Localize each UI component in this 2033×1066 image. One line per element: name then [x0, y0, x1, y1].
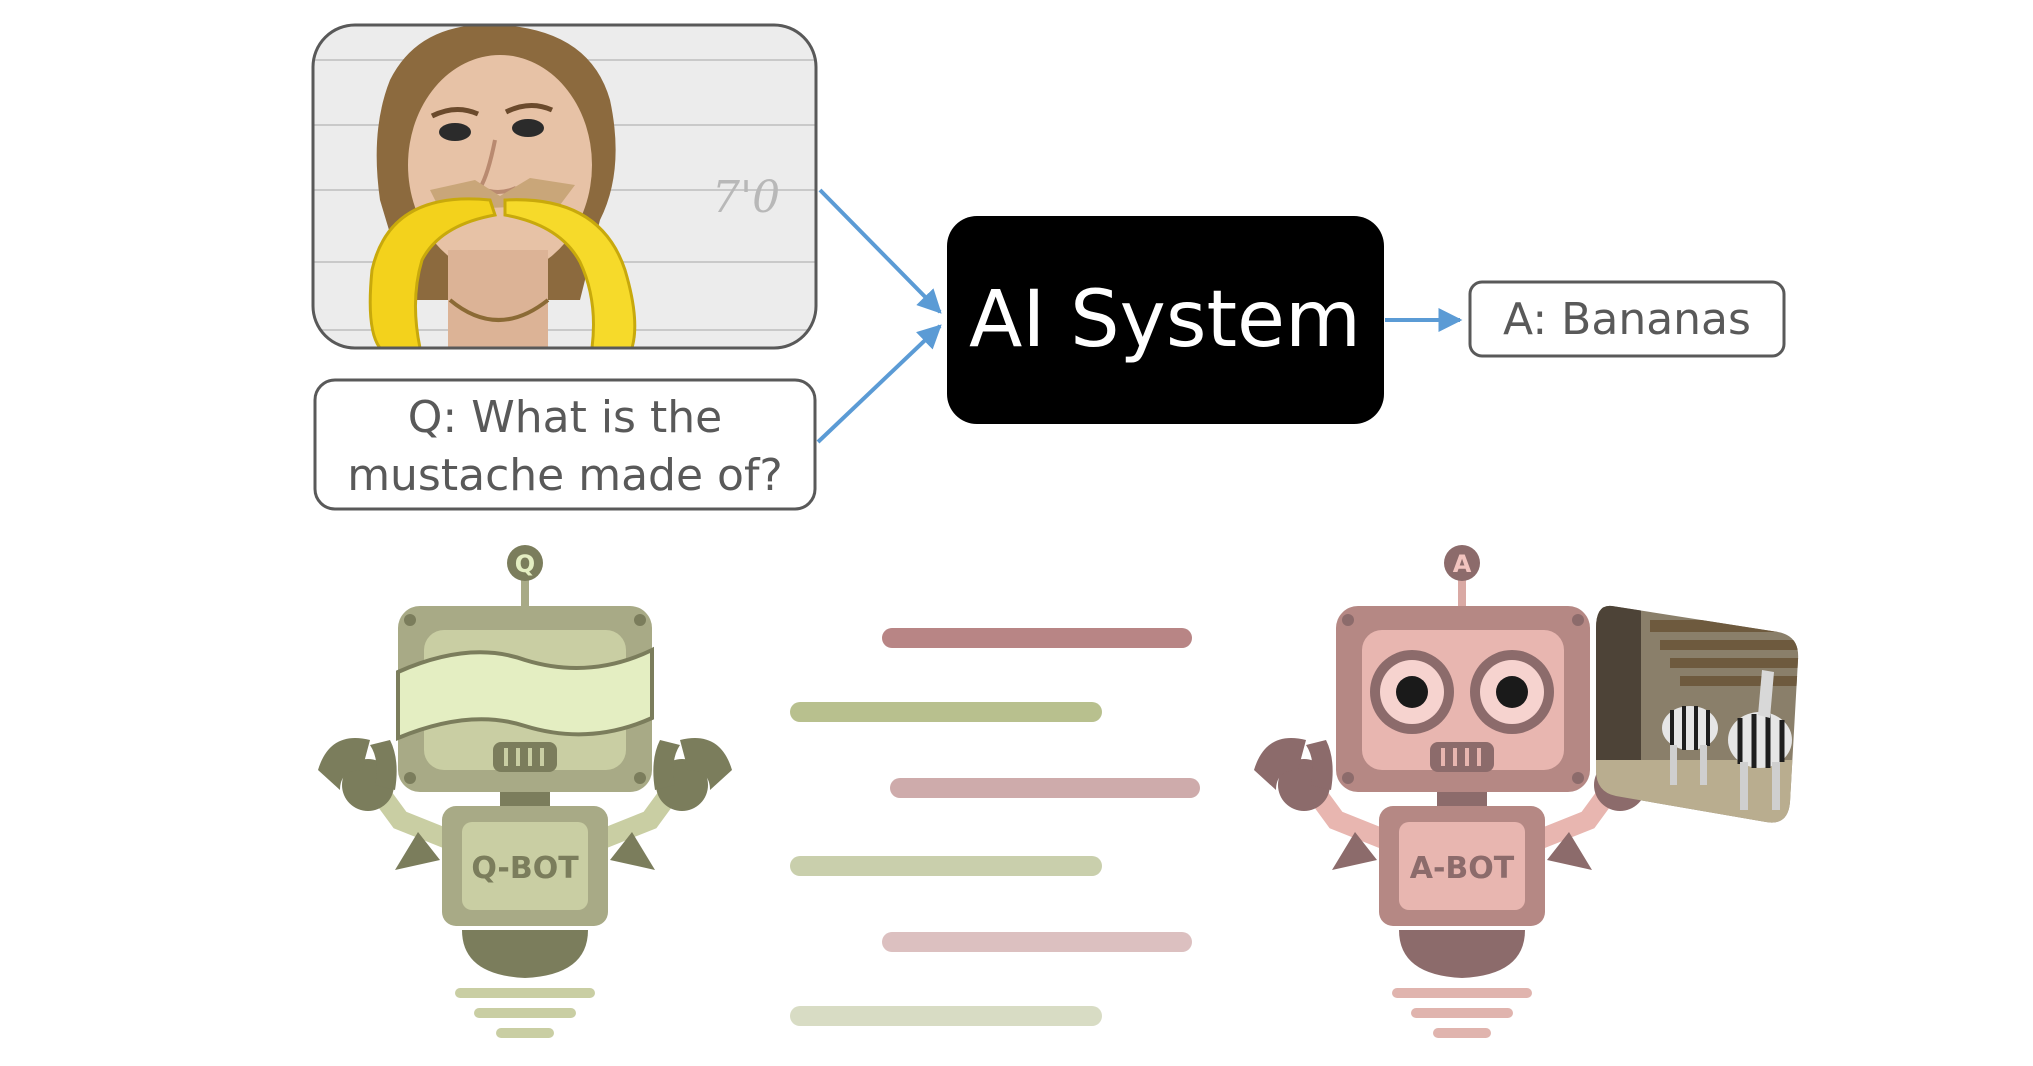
a-bot-left-claw	[1254, 738, 1333, 811]
a-bot-right-eye	[1470, 650, 1554, 734]
a-bot-antenna-badge	[1444, 545, 1480, 581]
answer-box: A: Bananas	[1468, 280, 1786, 358]
a-bot-left-eye	[1370, 650, 1454, 734]
ai-system-box: AI System	[947, 216, 1384, 424]
q-bot: Q	[318, 545, 732, 1038]
q-bot-right-claw	[653, 738, 732, 811]
arrows	[816, 188, 1463, 444]
a-bot-antenna-letter: A	[1453, 550, 1472, 578]
question-line-2: mustache made of?	[347, 450, 783, 501]
q-bot-left-claw	[318, 738, 397, 811]
abot-photo	[1596, 605, 1799, 823]
q-bot-chest-label: Q-BOT	[471, 851, 579, 886]
dialog-bars	[790, 628, 1200, 1026]
a-bot: A	[1254, 545, 1670, 1038]
top-photo-frame	[311, 23, 818, 350]
question-to-system-arrow	[816, 324, 942, 444]
question-box: Q: What is the mustache made of?	[313, 378, 817, 511]
q-bot-antenna-badge	[507, 545, 543, 581]
top-photo: 7'0	[313, 25, 816, 348]
answer-label: A: Bananas	[1503, 294, 1751, 345]
svg-text:7'0: 7'0	[712, 172, 780, 223]
q-bot-antenna-letter: Q	[515, 550, 535, 578]
image-to-system-arrow	[818, 188, 942, 314]
q-bot-blindfold	[396, 646, 654, 741]
a-bot-chest-label: A-BOT	[1410, 851, 1515, 886]
ai-system-label: AI System	[969, 275, 1361, 365]
question-line-1: Q: What is the	[408, 392, 722, 443]
